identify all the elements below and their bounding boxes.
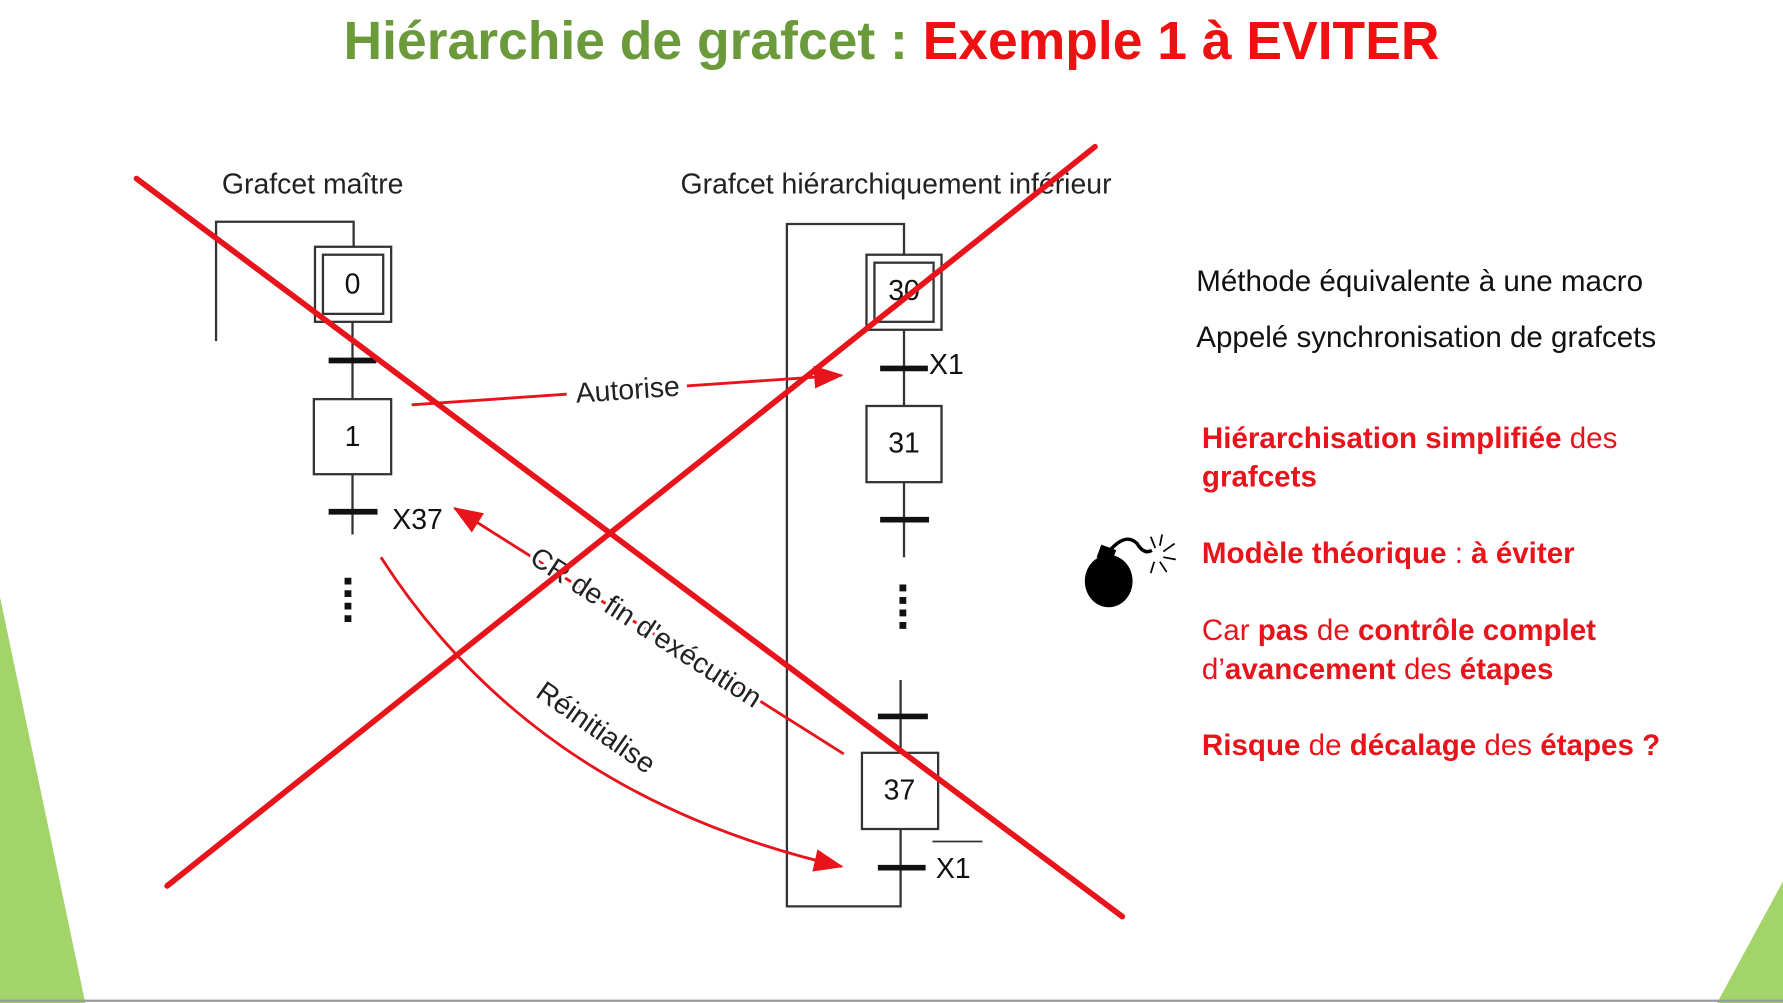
t: pas (1258, 614, 1309, 647)
t: des (1562, 422, 1618, 455)
bomb-icon (1084, 534, 1176, 608)
t: grafcets (1202, 461, 1317, 494)
note-modele: Modèle théorique : à éviter (1202, 537, 1575, 570)
t: des (1476, 729, 1540, 762)
t: décalage (1350, 729, 1476, 762)
transition-x1-top: X1 (929, 349, 964, 381)
note-controle: Car pas de contrôle complet d’avancement… (1202, 614, 1604, 686)
note-macro: Méthode équivalente à une macro (1196, 265, 1643, 298)
arrow-cr (452, 507, 845, 756)
label-reinit: Réinitialise (530, 675, 661, 780)
green-accent-right (1717, 881, 1783, 1003)
note-hierarchisation: Hiérarchisation simplifiée des grafcets (1202, 422, 1626, 494)
step-37: 37 (884, 774, 916, 806)
master-grafcet (214, 220, 393, 624)
t: : (1447, 537, 1472, 570)
t: Hiérarchisation simplifiée (1202, 422, 1562, 455)
note-risque: Risque de décalage des étapes ? (1202, 729, 1660, 762)
t: des (1396, 653, 1460, 686)
label-autorise: Autorise (575, 371, 681, 410)
t: Modèle théorique (1202, 537, 1447, 570)
t: de (1309, 614, 1358, 647)
t: à éviter (1471, 537, 1575, 570)
green-accent-left (0, 597, 86, 1003)
slide-title: Hiérarchie de grafcet : Exemple 1 à EVIT… (344, 12, 1440, 71)
master-grafcet-label: Grafcet maître (222, 168, 404, 200)
cross-out-mark (133, 143, 1126, 920)
t: étapes ? (1540, 729, 1660, 762)
t: étapes (1460, 653, 1554, 686)
arrow-reinit (379, 556, 844, 872)
step-31: 31 (888, 428, 920, 460)
t: Car (1202, 614, 1258, 647)
transition-x37: X37 (392, 504, 443, 536)
transition-x1-bottom-negated: X1 (936, 853, 971, 885)
step-1: 1 (345, 421, 361, 453)
slave-grafcet-label: Grafcet hiérarchiquement inférieur (681, 168, 1112, 200)
title-part-green: Hiérarchie de grafcet : (344, 12, 923, 71)
step-0: 0 (345, 268, 361, 300)
note-sync: Appelé synchronisation de grafcets (1196, 321, 1656, 354)
title-part-red: Exemple 1 à EVITER (923, 12, 1440, 71)
t: de (1300, 729, 1349, 762)
t: Risque (1202, 729, 1301, 762)
t: avancement (1225, 653, 1396, 686)
t: contrôle complet (1358, 614, 1596, 647)
t: d’ (1202, 653, 1225, 686)
